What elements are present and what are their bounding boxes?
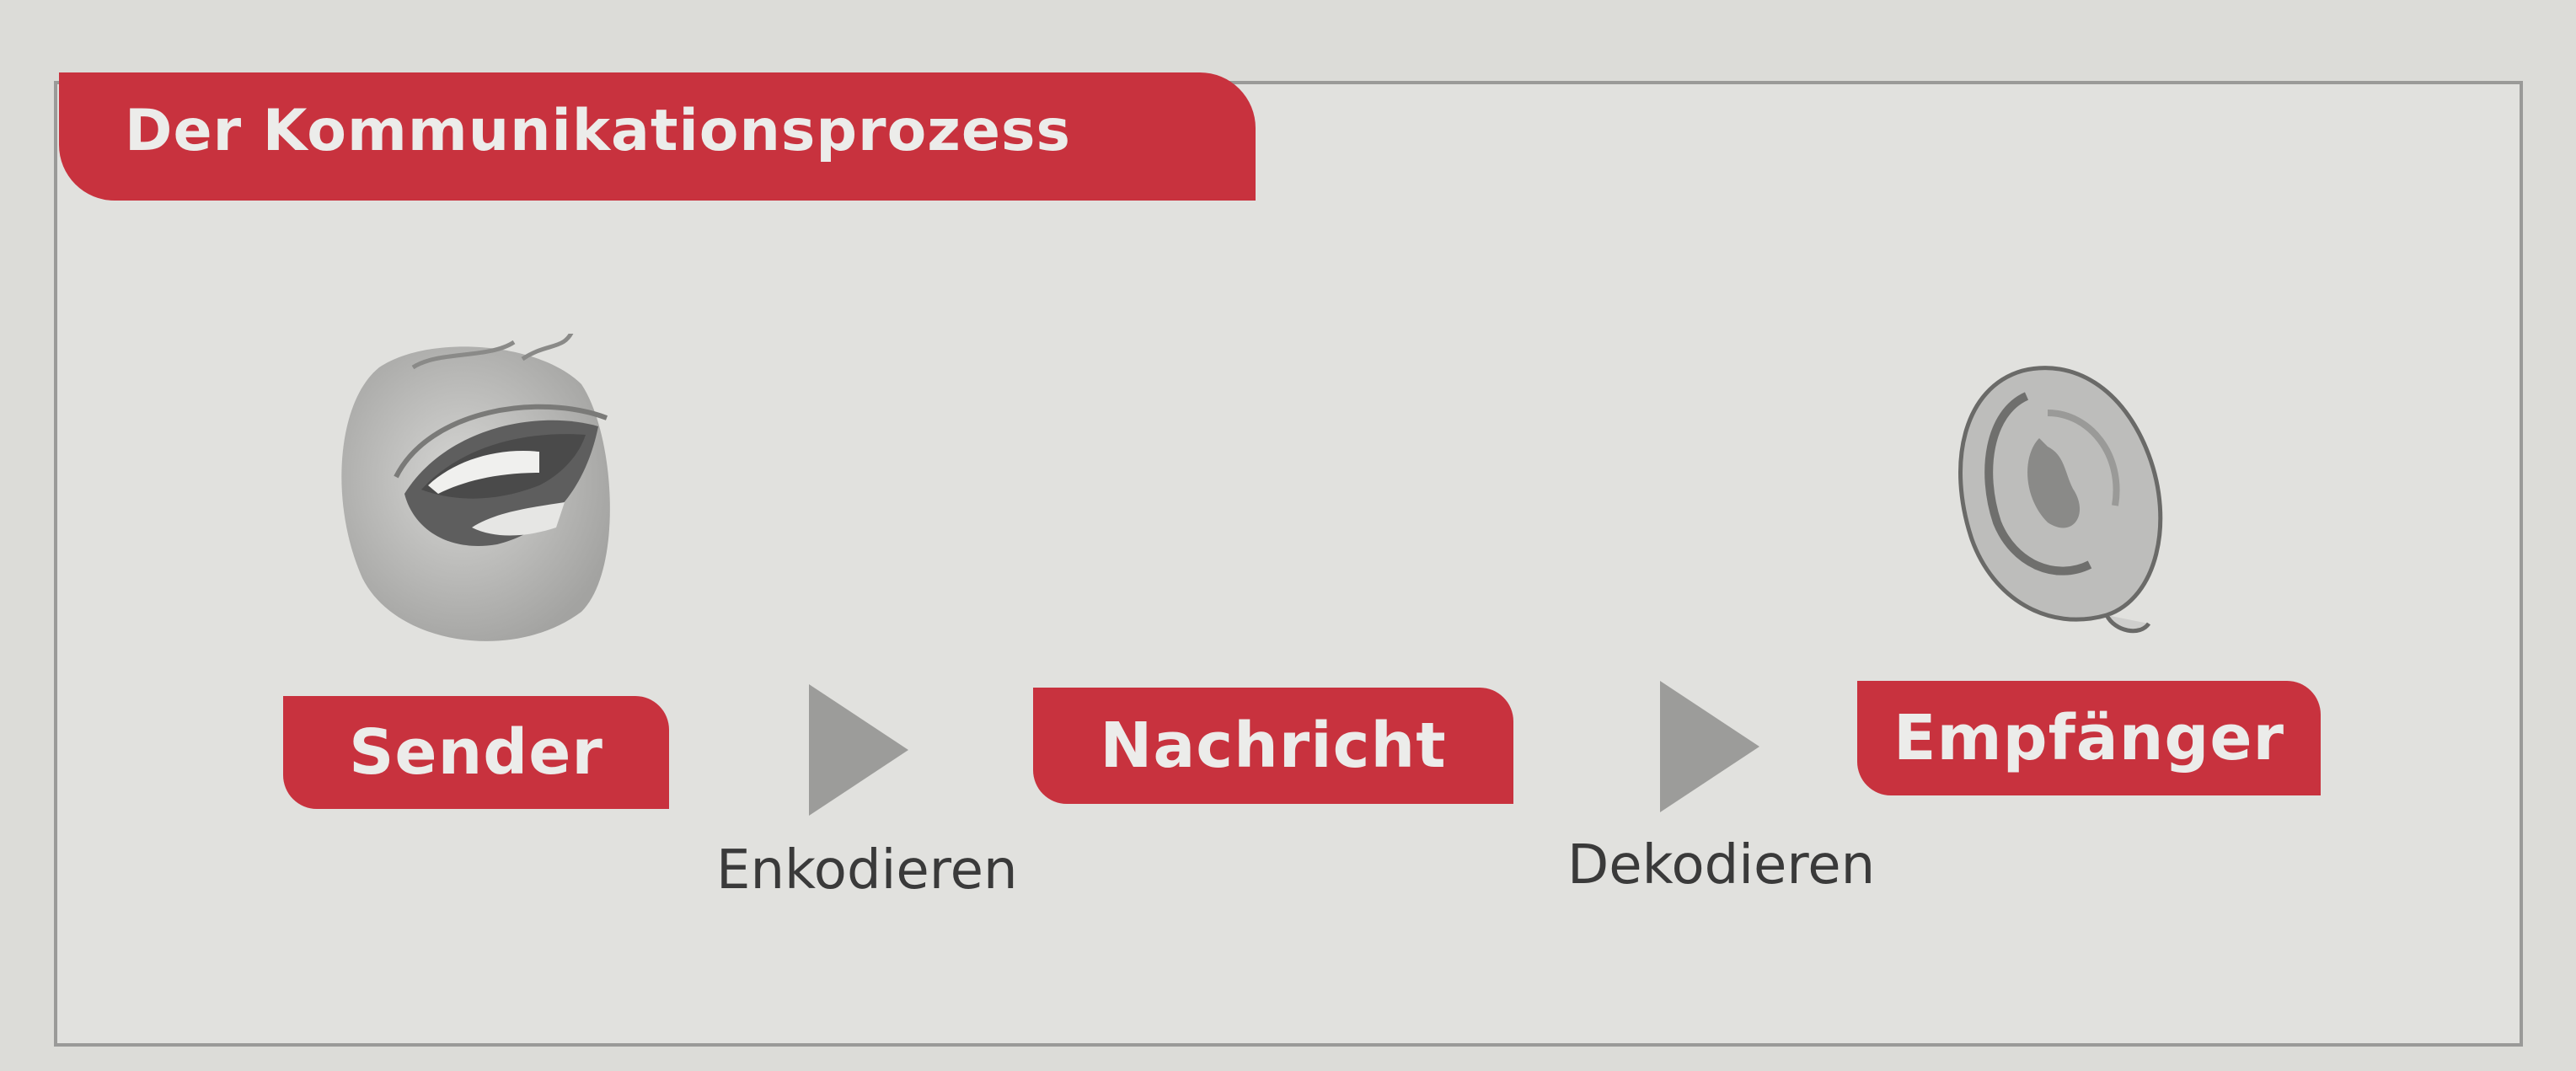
diagram-title: Der Kommunikationsprozess — [125, 97, 1071, 164]
step-nachricht: Nachricht — [1033, 688, 1513, 804]
step-sender-label: Sender — [349, 716, 603, 789]
title-banner: Der Kommunikationsprozess — [59, 72, 1256, 201]
step-empfaenger: Empfänger — [1857, 681, 2321, 795]
step-empfaenger-label: Empfänger — [1893, 702, 2285, 774]
transition-encode-label: Enkodieren — [716, 839, 1018, 902]
ear-icon — [1958, 366, 2163, 634]
transition-decode-label: Dekodieren — [1567, 834, 1876, 897]
arrow-right-icon — [809, 684, 908, 816]
arrow-right-icon — [1660, 681, 1759, 812]
step-nachricht-label: Nachricht — [1100, 710, 1447, 782]
step-sender: Sender — [283, 696, 669, 809]
mouth-icon — [341, 334, 610, 641]
